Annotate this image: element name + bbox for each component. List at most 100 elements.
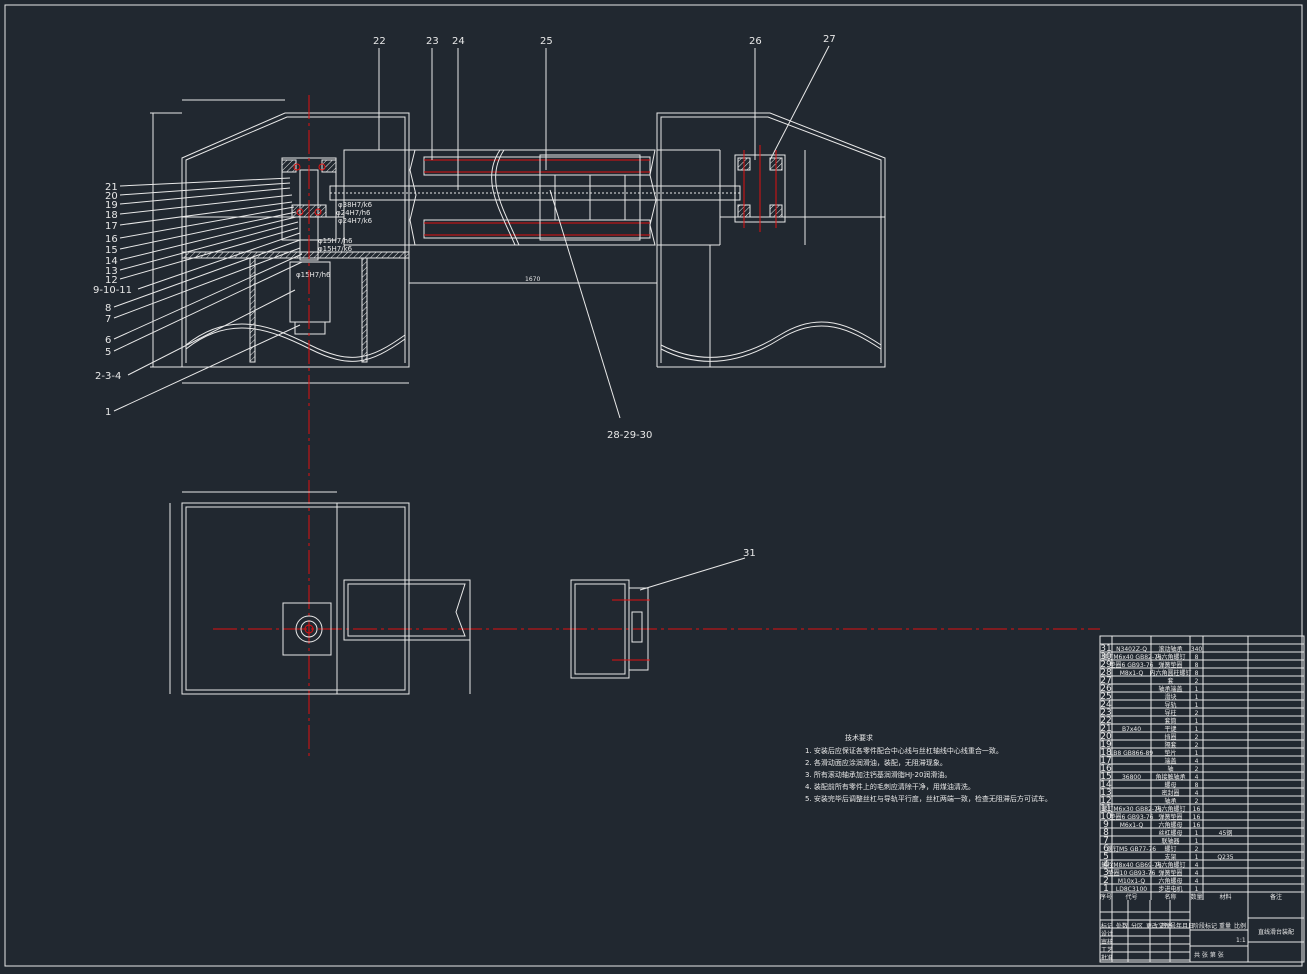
balloon-label: 31 <box>743 548 756 559</box>
table-cell: 端盖 <box>1164 757 1176 765</box>
table-cell: B7x40 <box>1122 726 1141 733</box>
balloon-label: 9-10-11 <box>93 285 132 296</box>
table-cell: LD8C3100 <box>1116 886 1147 893</box>
table-cell: 45钢 <box>1219 829 1233 837</box>
table-cell: 4 <box>1195 870 1199 877</box>
table-cell: 支架 <box>1164 853 1176 861</box>
leader-line <box>119 182 291 196</box>
title-block-label: 阶段标记 <box>1193 922 1217 930</box>
table-cell: 轴承端盖 <box>1158 685 1182 693</box>
balloon-label: 22 <box>373 36 386 47</box>
table-cell: 内六角螺钉 <box>1155 653 1185 661</box>
table-cell: 1 <box>1195 726 1199 733</box>
table-cell: 7 <box>1103 836 1109 846</box>
left-housing: 1670 <box>150 99 657 384</box>
fit-annotation: φ15H7/k6 <box>318 245 353 253</box>
table-cell: 2 <box>1195 846 1199 853</box>
table-cell: 1 <box>1195 750 1199 757</box>
table-cell: LB8 GB866-89 <box>1110 750 1153 757</box>
balloon-label: 26 <box>749 36 762 47</box>
table-cell: 内六角螺钉 <box>1155 805 1185 813</box>
balloon-label: 28-29-30 <box>607 430 652 441</box>
table-header-cell: 备注 <box>1270 893 1282 901</box>
table-cell: 轴承 <box>1164 797 1176 805</box>
table-cell: 1 <box>1195 686 1199 693</box>
table-cell: 26 <box>1100 684 1112 694</box>
table-cell: 31 <box>1100 644 1111 654</box>
table-cell: 1 <box>1103 884 1109 894</box>
table-cell: M10x1-Q <box>1118 878 1146 885</box>
table-cell: 隔套 <box>1164 741 1176 749</box>
table-cell: 13 <box>1100 788 1111 798</box>
table-cell: 36800 <box>1122 774 1141 781</box>
table-cell: 10 <box>1100 812 1112 822</box>
table-cell: 19 <box>1100 740 1112 750</box>
balloon-label: 12 <box>105 275 118 286</box>
guide-rails <box>343 149 721 246</box>
balloon-label: 7 <box>105 314 111 325</box>
table-cell: 1 <box>1195 718 1199 725</box>
table-cell: 14 <box>1100 780 1112 790</box>
table-cell: 弹簧垫圈 <box>1158 813 1182 821</box>
drawing-title: 直线滑台装配 <box>1258 928 1294 936</box>
title-block-label: 签名 <box>1161 922 1173 930</box>
leader-line <box>137 232 301 290</box>
table-cell: 螺钉M6x40 GB82-76 <box>1101 653 1161 661</box>
table-cell: 轴 <box>1167 765 1173 773</box>
right-housing <box>656 112 886 368</box>
table-cell: 垫圈6 GB93-76 <box>1110 661 1154 669</box>
table-cell: 24 <box>1100 700 1112 710</box>
table-cell: 2 <box>1195 678 1199 685</box>
note-item: 2. 各滑动面应涂润滑油，装配，无阻滞现象。 <box>805 758 947 767</box>
table-cell: 六角螺母 <box>1158 821 1182 829</box>
note-item: 3. 所有滚动轴承加注钙基润滑脂HJ-20润滑油。 <box>805 770 951 779</box>
table-row: 19 隔套 2 <box>1100 740 1198 750</box>
table-cell: 4 <box>1195 790 1199 797</box>
table-cell: 6 <box>1103 844 1109 854</box>
note-item: 5. 安装完毕后调整丝杠与导轨平行度，丝杠两端一致，检查无阻滞后方可试车。 <box>805 794 1052 803</box>
plan-view: 31 <box>169 491 756 695</box>
balloon-label: 2-3-4 <box>95 371 121 382</box>
table-cell: 15 <box>1100 772 1111 782</box>
table-row: 13 密封圈 4 <box>1100 788 1198 798</box>
table-cell: 2 <box>1195 742 1199 749</box>
table-cell: 16 <box>1193 822 1201 829</box>
table-cell: 2 <box>1195 710 1199 717</box>
table-cell: 挡圈 <box>1164 733 1176 741</box>
table-cell: 垫圈10 GB93-76 <box>1108 869 1156 877</box>
balloon-label: 19 <box>105 200 118 211</box>
table-cell: 联轴器 <box>1161 837 1179 845</box>
table-cell: 垫片 <box>1164 749 1176 757</box>
table-cell: 丝杠螺母 <box>1158 829 1182 837</box>
fit-annotation: φ15H7/h6 <box>296 271 331 279</box>
table-cell: 28 <box>1100 668 1112 678</box>
notes-title: 技术要求 <box>845 733 873 742</box>
leader-line <box>113 247 301 319</box>
table-cell: 密封圈 <box>1161 789 1179 797</box>
table-header-cell: 代号 <box>1125 893 1137 901</box>
title-block-label: 年月日 <box>1176 922 1194 930</box>
table-cell: 4 <box>1103 860 1109 870</box>
table-cell: 25 <box>1100 692 1111 702</box>
table-header-cell: 名称 <box>1164 893 1176 901</box>
table-cell: 16 <box>1100 764 1112 774</box>
fit-annotation: φ15H7/h6 <box>318 237 353 245</box>
table-header-cell: 数量 <box>1190 893 1202 901</box>
table-cell: 30 <box>1100 652 1112 662</box>
table-cell: 4 <box>1195 862 1199 869</box>
leader-line <box>119 201 293 226</box>
table-cell: 1 <box>1195 886 1199 893</box>
